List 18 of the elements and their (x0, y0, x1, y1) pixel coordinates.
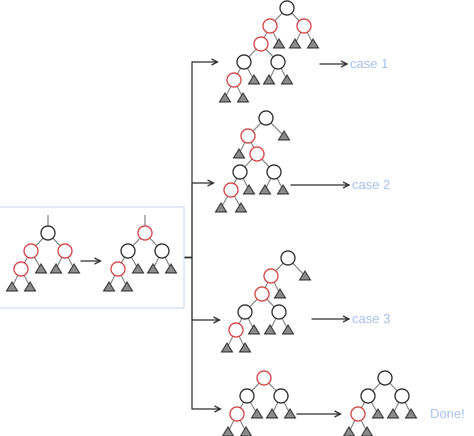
arrow (290, 181, 350, 189)
tree-drawing (222, 370, 296, 436)
case-label: case 2 (352, 177, 390, 192)
tree-drawing (6, 214, 80, 292)
arrow (184, 256, 222, 413)
tree-drawing (220, 250, 312, 352)
result-label: Done! (430, 406, 465, 421)
arrow (296, 410, 342, 418)
case-label: case 3 (352, 311, 390, 326)
tree-drawing (342, 370, 418, 436)
arrow (80, 257, 102, 265)
arrow (312, 315, 350, 323)
frame-box (0, 206, 184, 308)
case-label: case 1 (350, 56, 388, 71)
arrow (320, 60, 348, 68)
tree-drawing (102, 214, 178, 292)
tree-drawing (214, 110, 290, 212)
tree-drawing (218, 0, 320, 102)
